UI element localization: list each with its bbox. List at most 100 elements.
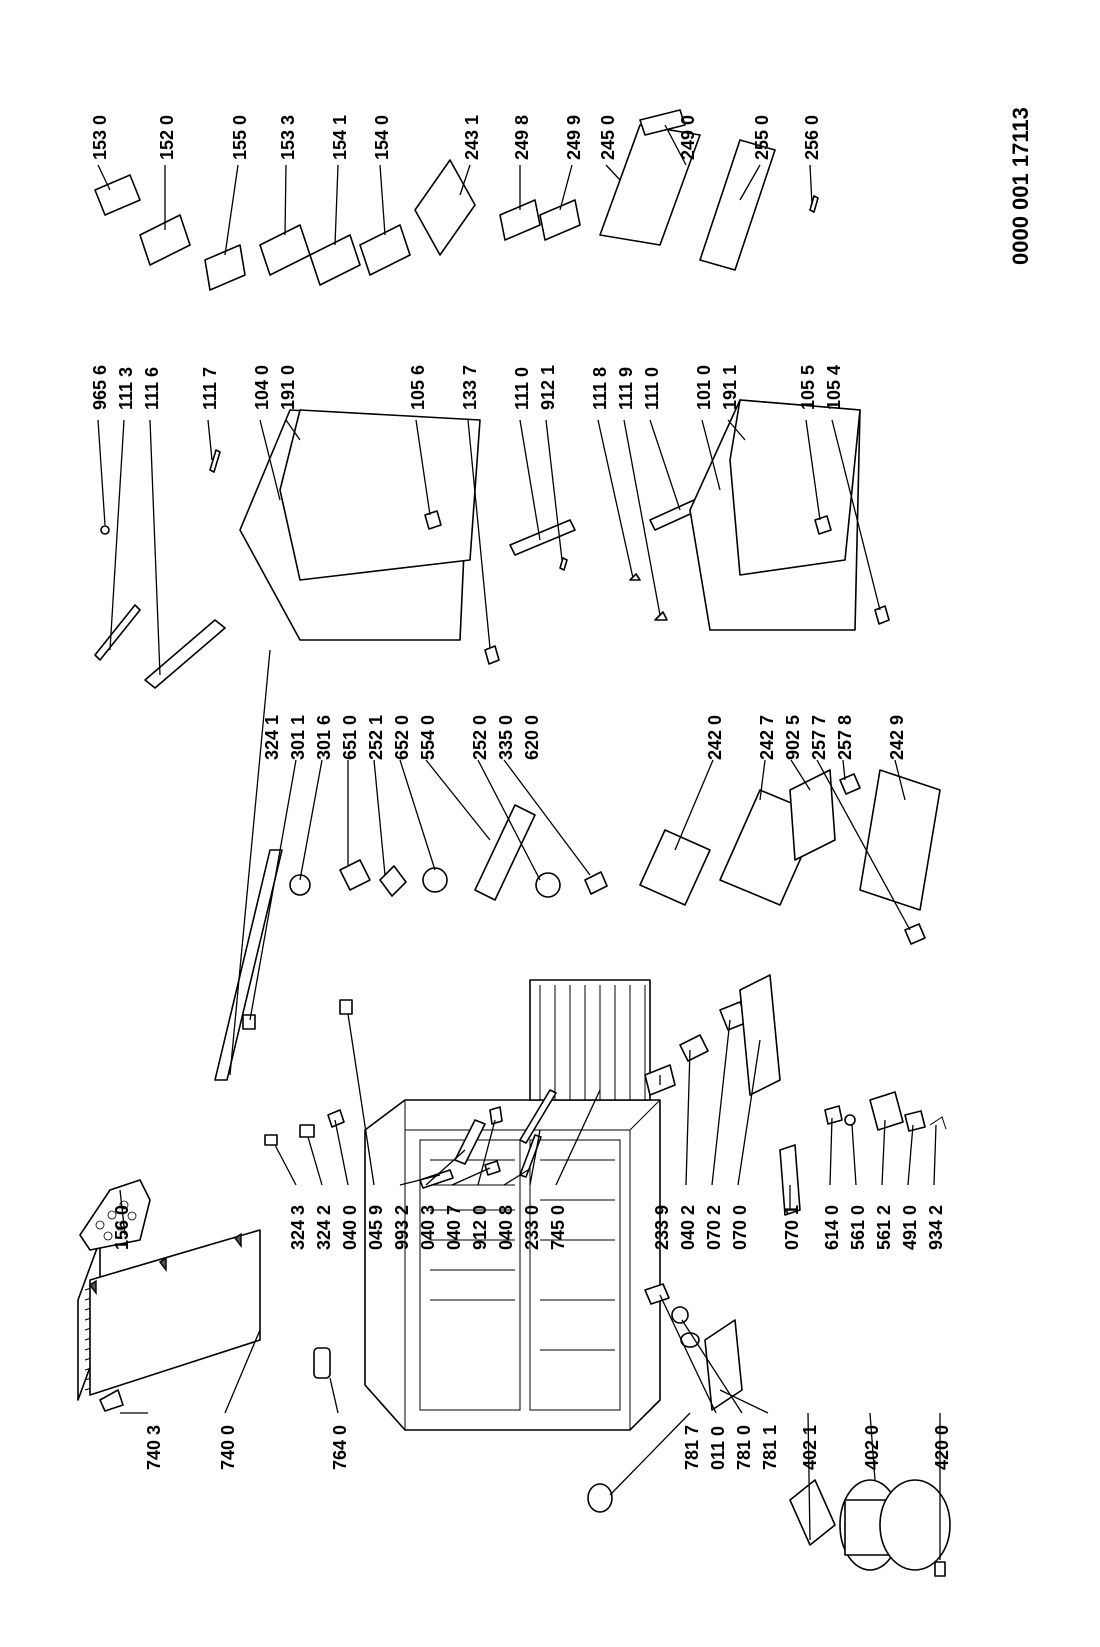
labels-column-3: 993 2 040 3 040 7 912 0 040 8 233 0 745 … bbox=[392, 1205, 946, 1250]
callout-label: 256 0 bbox=[802, 115, 822, 160]
labels-column-2: 156 0 324 3 324 2 040 0 045 9 bbox=[112, 1205, 386, 1250]
callout-label: 111 3 bbox=[116, 367, 136, 410]
part-070-0 bbox=[739, 974, 781, 1096]
callout-label: 252 0 bbox=[470, 715, 490, 760]
callout-label: 111 0 bbox=[512, 367, 532, 410]
callout-label: 040 2 bbox=[678, 1205, 698, 1250]
part-condenser-coil bbox=[77, 1229, 261, 1401]
callout-label: 324 2 bbox=[314, 1205, 334, 1250]
part-111-0-a bbox=[509, 519, 576, 556]
part-243-1 bbox=[414, 159, 476, 256]
part-249-8 bbox=[499, 199, 541, 241]
callout-label: 651 0 bbox=[340, 715, 360, 760]
callout-label: 781 1 bbox=[760, 1425, 780, 1470]
part-control-panel bbox=[214, 849, 283, 1081]
callout-label: 070 2 bbox=[704, 1205, 724, 1250]
part-651-0 bbox=[289, 874, 311, 896]
part-111-8 bbox=[629, 573, 641, 581]
part-105-5 bbox=[814, 515, 832, 535]
part-912-0 bbox=[489, 1106, 503, 1125]
part-small-component bbox=[934, 1561, 946, 1577]
labels-column-6: 153 0 152 0 155 0 153 3 154 1 154 0 243 … bbox=[90, 115, 822, 160]
callout-label: 242 7 bbox=[757, 715, 777, 760]
callout-label: 105 5 bbox=[798, 365, 818, 410]
callout-label: 101 0 bbox=[694, 365, 714, 410]
part-gasket-lower bbox=[729, 399, 861, 576]
callout-label: 249 0 bbox=[678, 115, 698, 160]
part-compressor bbox=[839, 1479, 951, 1571]
callout-label: 153 0 bbox=[90, 115, 110, 160]
callout-label: 912 1 bbox=[538, 365, 558, 410]
part-242-0 bbox=[639, 829, 711, 906]
callout-label: 740 0 bbox=[218, 1425, 238, 1470]
callout-label: 781 0 bbox=[734, 1425, 754, 1470]
callout-label: 152 0 bbox=[157, 115, 177, 160]
callout-label: 781 7 bbox=[682, 1425, 702, 1470]
callout-label: 257 8 bbox=[835, 715, 855, 760]
part-040-8 bbox=[519, 1134, 542, 1178]
part-324-3 bbox=[264, 1134, 278, 1146]
callout-label: 105 6 bbox=[408, 365, 428, 410]
part-040-7 bbox=[484, 1160, 501, 1176]
callout-label: 652 0 bbox=[392, 715, 412, 760]
callout-label: 111 0 bbox=[642, 367, 662, 410]
part-242-9 bbox=[859, 769, 941, 911]
part-cabinet bbox=[364, 1099, 661, 1431]
part-257-8 bbox=[839, 773, 861, 795]
part-105-6 bbox=[424, 510, 442, 530]
callout-label: 133 7 bbox=[460, 365, 480, 410]
callout-label: 243 1 bbox=[462, 115, 482, 160]
part-249-0 bbox=[639, 109, 686, 136]
callout-label: 242 9 bbox=[887, 715, 907, 760]
labels-column-4: 324 1 301 1 301 6 651 0 252 1 652 0 554 … bbox=[262, 715, 907, 760]
callout-label: 614 0 bbox=[822, 1205, 842, 1250]
callout-label: 249 9 bbox=[564, 115, 584, 160]
part-washer bbox=[671, 1306, 689, 1324]
part-252-0 bbox=[474, 804, 536, 901]
callout-label: 402 0 bbox=[862, 1425, 882, 1470]
part-491-0 bbox=[904, 1110, 926, 1132]
callout-label: 242 0 bbox=[705, 715, 725, 760]
callout-label: 040 8 bbox=[496, 1205, 516, 1250]
callout-label: 965 6 bbox=[90, 365, 110, 410]
callout-label: 301 1 bbox=[288, 715, 308, 760]
part-knob bbox=[587, 1483, 613, 1513]
callout-label: 040 7 bbox=[444, 1205, 464, 1250]
document-code: 0000 001 17113 bbox=[1008, 107, 1033, 265]
part-045-9 bbox=[339, 999, 353, 1015]
part-filter-drier bbox=[313, 1347, 331, 1379]
callout-label: 335 0 bbox=[496, 715, 516, 760]
callout-label: 740 3 bbox=[144, 1425, 164, 1470]
part-561-0 bbox=[844, 1114, 856, 1126]
part-070-1 bbox=[779, 1144, 801, 1216]
part-252-1 bbox=[339, 859, 371, 891]
callout-label: 561 2 bbox=[874, 1205, 894, 1250]
part-965-6 bbox=[100, 525, 110, 535]
callout-label: 191 0 bbox=[278, 365, 298, 410]
callout-label: 249 8 bbox=[512, 115, 532, 160]
callout-label: 764 0 bbox=[330, 1425, 350, 1470]
part-324-2 bbox=[299, 1124, 315, 1138]
callout-label: 111 9 bbox=[616, 367, 636, 410]
part-relay bbox=[789, 1479, 836, 1546]
callout-label: 155 0 bbox=[230, 115, 250, 160]
callout-label: 070 1 bbox=[782, 1205, 802, 1250]
part-233-0 bbox=[519, 1089, 557, 1144]
part-256-0 bbox=[809, 195, 819, 213]
part-strip-111-3 bbox=[94, 604, 141, 661]
callout-label: 912 0 bbox=[470, 1205, 490, 1250]
callout-label: 491 0 bbox=[900, 1205, 920, 1250]
callout-label: 402 1 bbox=[800, 1425, 820, 1470]
part-245-0 bbox=[599, 124, 701, 246]
labels-column-5: 965 6 111 3 111 6 111 7 104 0 191 0 105 … bbox=[90, 365, 844, 410]
part-249-9 bbox=[539, 199, 581, 241]
part-040-0 bbox=[327, 1109, 345, 1128]
callout-label: 620 0 bbox=[522, 715, 542, 760]
leader-lines bbox=[97, 124, 941, 1560]
callout-label: 040 3 bbox=[418, 1205, 438, 1250]
part-154-0 bbox=[359, 224, 411, 276]
callout-label: 153 3 bbox=[278, 115, 298, 160]
part-handle-111-6 bbox=[144, 619, 226, 689]
part-335-0 bbox=[535, 872, 561, 898]
